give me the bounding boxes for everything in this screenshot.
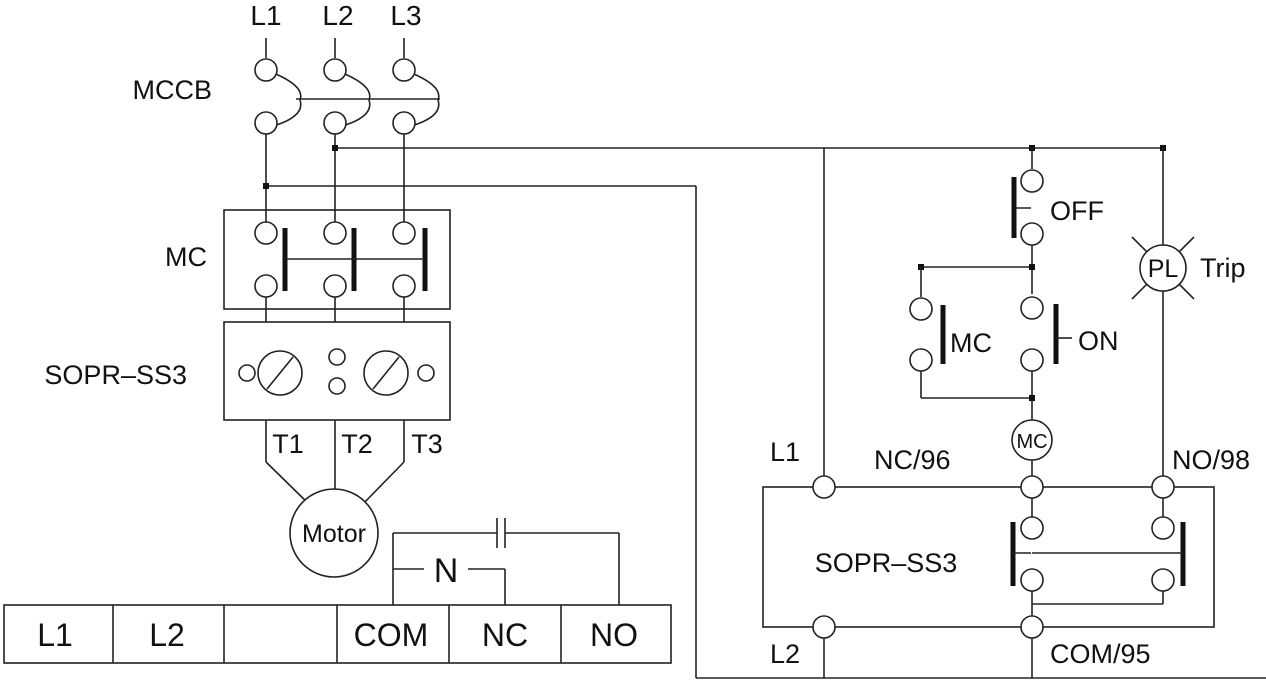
relay-label: SOPR–SS3 bbox=[44, 360, 187, 390]
control-circuit: OFF MC ON MC bbox=[762, 145, 1250, 678]
sopr-ss3-relay: SOPR–SS3 bbox=[44, 321, 451, 421]
mc-label: MC bbox=[165, 242, 207, 272]
motor: Motor bbox=[289, 488, 379, 578]
terminal-block-label: L2 bbox=[149, 617, 185, 653]
terminal-block-label: COM bbox=[354, 617, 429, 653]
terminal-block-label: NO bbox=[590, 617, 638, 653]
mccb-label: MCCB bbox=[133, 75, 213, 105]
power-circuit: L1 L2 L3 MCCB bbox=[44, 0, 1266, 679]
mc-aux-label: MC bbox=[950, 328, 992, 358]
terminal-t1-label: T1 bbox=[272, 429, 304, 459]
mc-aux-contact: MC bbox=[909, 267, 1032, 399]
terminal-t3-label: T3 bbox=[411, 429, 443, 459]
mccb-breaker: MCCB bbox=[133, 58, 440, 135]
pilot-lamp: PL Trip bbox=[1131, 148, 1246, 476]
control-l2-label: L2 bbox=[770, 639, 800, 669]
trip-label: Trip bbox=[1200, 253, 1246, 283]
mc-contactor: MC bbox=[165, 209, 451, 310]
relay-box-label: SOPR–SS3 bbox=[815, 548, 958, 578]
supply-l2-label: L2 bbox=[322, 0, 353, 31]
on-label: ON bbox=[1078, 326, 1119, 356]
mc-coil-label: MC bbox=[1016, 431, 1047, 453]
mc-coil: MC bbox=[1011, 419, 1053, 461]
off-label: OFF bbox=[1050, 196, 1104, 226]
terminal-block-label: NC bbox=[482, 617, 528, 653]
motor-label: Motor bbox=[302, 520, 366, 548]
on-pushbutton: ON bbox=[1020, 296, 1119, 372]
no-98-label: NO/98 bbox=[1172, 445, 1250, 475]
terminal-block-label: L1 bbox=[37, 617, 73, 653]
terminal-t2-label: T2 bbox=[341, 429, 373, 459]
n-label: N bbox=[434, 552, 459, 590]
com-95-label: COM/95 bbox=[1050, 639, 1151, 669]
supply-l1-label: L1 bbox=[250, 0, 281, 31]
pilot-lamp-label: PL bbox=[1148, 255, 1179, 283]
terminal-block: L1 L2 COM NC NO bbox=[3, 604, 672, 664]
relay-output-box: L1 NC/96 NO/98 L2 COM/95 SOPR–SS3 bbox=[762, 437, 1250, 678]
control-l1-label: L1 bbox=[770, 437, 800, 467]
off-pushbutton: OFF bbox=[1011, 148, 1104, 246]
output-contacts: N bbox=[392, 518, 620, 605]
nc-96-label: NC/96 bbox=[874, 445, 951, 475]
supply-l3-label: L3 bbox=[390, 0, 421, 31]
